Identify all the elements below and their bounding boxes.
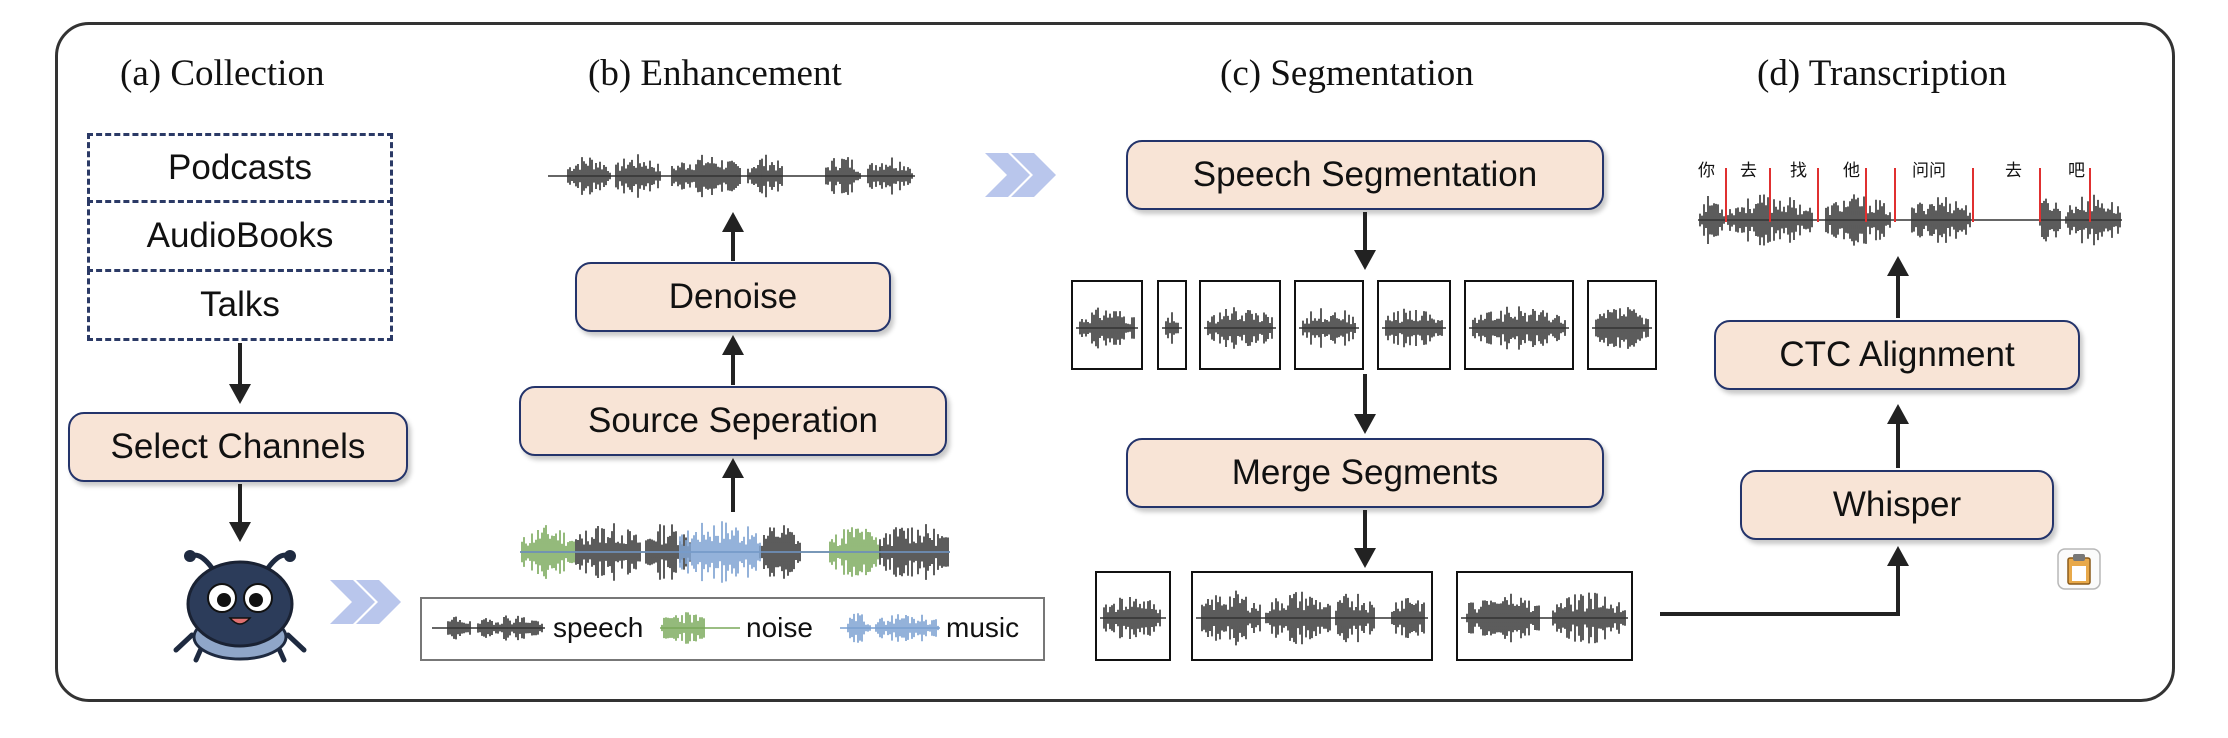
arrow-whisper-to-ctc: [1887, 404, 1909, 468]
chevron-right-icon: [330, 580, 401, 624]
transcript-char-2: 去: [1740, 161, 1757, 181]
segment-box-1: [1071, 280, 1143, 370]
waveform-legend: [420, 597, 1045, 661]
enhancement-title: (b) Enhancement: [588, 53, 842, 94]
arrow-merged-to-whisper: [1660, 546, 1909, 616]
segment-box-3: [1199, 280, 1281, 370]
merged-waveforms: [1100, 590, 1628, 646]
transcription-title: (d) Transcription: [1757, 53, 2007, 94]
arrow-sources-to-select: [229, 343, 251, 404]
whisper-box: Whisper: [1740, 470, 2054, 540]
arrow-separation-to-denoise: [722, 335, 744, 385]
transcript-char-7: 吧: [2068, 161, 2085, 181]
legend-speech-waveform: [432, 615, 545, 641]
transcript-char-4: 他: [1843, 161, 1860, 181]
segment-box-2: [1157, 280, 1187, 370]
alignment-lines: [1725, 168, 2091, 222]
arrow-segmentation-to-segments: [1354, 212, 1376, 270]
segment-box-6: [1464, 280, 1574, 370]
ctc-alignment-box: CTC Alignment: [1714, 320, 2080, 390]
bug-mascot-icon: [173, 550, 307, 663]
merged-box-1: [1095, 571, 1171, 661]
arrow-segments-to-merge: [1354, 374, 1376, 434]
speech-segmentation-box: Speech Segmentation: [1126, 140, 1604, 210]
mixed-waveform: [520, 521, 950, 583]
legend-speech-label: speech: [553, 612, 644, 643]
legend-music-label: music: [946, 612, 1020, 643]
source-talks: Talks: [87, 269, 393, 341]
source-podcasts: Podcasts: [87, 133, 393, 203]
merged-box-2: [1191, 571, 1433, 661]
source-separation-box: Source Seperation: [519, 386, 947, 456]
legend-music-waveform: [840, 613, 940, 643]
transcript-char-6: 去: [2005, 161, 2022, 181]
segment-box-4: [1294, 280, 1364, 370]
chevron-right-icon: [985, 153, 1056, 197]
diagram-frame: [55, 22, 2175, 702]
legend-noise-waveform: [660, 612, 740, 644]
select-channels-box: Select Channels: [68, 412, 408, 482]
denoise-box: Denoise: [575, 262, 891, 332]
transcript-char-3: 找: [1790, 161, 1807, 181]
segment-box-7: [1587, 280, 1657, 370]
arrow-ctc-to-transcript: [1887, 256, 1909, 318]
arrow-mix-to-separation: [722, 458, 744, 512]
transcript-char-5: 问问: [1912, 161, 1946, 181]
transcript-char-1: 你: [1698, 161, 1715, 181]
clean-waveform: [548, 154, 915, 198]
clipboard-icon: [2057, 548, 2101, 590]
arrow-select-to-bug: [229, 484, 251, 542]
arrow-merge-to-merged: [1354, 510, 1376, 568]
segment-box-5: [1377, 280, 1451, 370]
transcript-waveform: [1698, 194, 2122, 246]
legend-noise-label: noise: [746, 612, 813, 643]
merged-box-3: [1456, 571, 1633, 661]
collection-title: (a) Collection: [120, 53, 325, 94]
segment-waveforms: [1076, 306, 1652, 350]
merge-segments-box: Merge Segments: [1126, 438, 1604, 508]
arrow-denoise-to-clean: [722, 212, 744, 261]
segmentation-title: (c) Segmentation: [1220, 53, 1474, 94]
